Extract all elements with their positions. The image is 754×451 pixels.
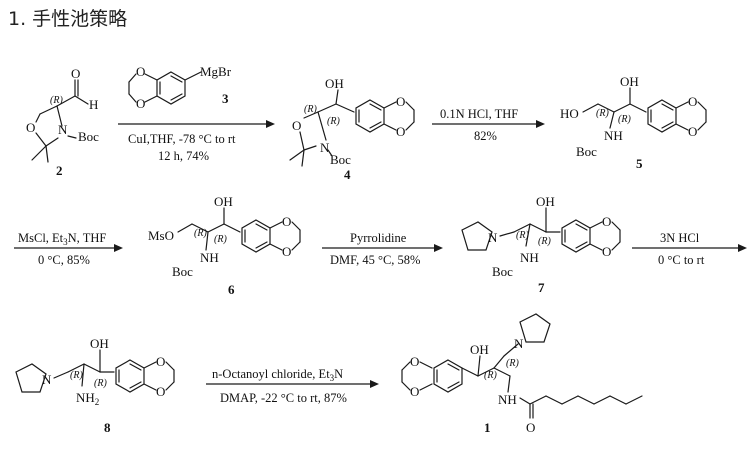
compound-5-boc: Boc bbox=[576, 144, 597, 159]
compound-5-dioxane-o-bottom: O bbox=[688, 124, 697, 139]
compound-7-stereo-label-2: (R) bbox=[538, 236, 551, 247]
compound-1-stereo-label-2: (R) bbox=[506, 358, 519, 369]
compound-2-ring-o: O bbox=[26, 120, 35, 135]
compound-7-stereo-label-1: (R) bbox=[516, 230, 529, 241]
compound-4-structure bbox=[289, 89, 415, 167]
compound-4-number: 4 bbox=[344, 167, 351, 182]
compound-2-boc: Boc bbox=[78, 129, 99, 144]
compound-8-stereo-label-1: (R) bbox=[70, 370, 83, 381]
compound-6-oh: OH bbox=[214, 194, 233, 209]
compound-6-dioxane-o-bottom: O bbox=[282, 244, 291, 259]
step-2-conditions-below: 82% bbox=[474, 129, 497, 143]
compound-4-stereo-label-1: (R) bbox=[304, 104, 317, 115]
compound-8-pyrrolidine-n: N bbox=[42, 372, 52, 387]
compound-8-oh: OH bbox=[90, 336, 109, 351]
reaction-arrow-5-head bbox=[738, 244, 747, 252]
compound-2-ring-n: N bbox=[58, 122, 68, 137]
compound-6-stereo-label-2: (R) bbox=[214, 234, 227, 245]
compound-7-pyrrolidine-n: N bbox=[488, 230, 498, 245]
compound-6-boc: Boc bbox=[172, 264, 193, 279]
step-5-conditions-above: 3N HCl bbox=[660, 231, 700, 245]
step-1-conditions-line-1: CuI,THF, -78 °C to rt bbox=[128, 132, 236, 146]
compound-5-stereo-label-1: (R) bbox=[596, 108, 609, 119]
compound-8-dioxane-o-bottom: O bbox=[156, 384, 165, 399]
compound-1-dioxane-o-bottom: O bbox=[410, 384, 419, 399]
compound-8-stereo-label-2: (R) bbox=[94, 378, 107, 389]
compound-2-structure bbox=[31, 79, 89, 163]
compound-5-number: 5 bbox=[636, 156, 643, 171]
compound-7-oh: OH bbox=[536, 194, 555, 209]
compound-5-stereo-label-2: (R) bbox=[618, 114, 631, 125]
compound-3-o-bottom: O bbox=[136, 96, 145, 111]
compound-8-number: 8 bbox=[104, 420, 111, 435]
compound-7-structure bbox=[461, 207, 621, 253]
compound-6-structure bbox=[177, 207, 301, 253]
compound-5-structure bbox=[582, 87, 707, 133]
step-4-conditions-above: Pyrrolidine bbox=[350, 231, 407, 245]
reaction-arrow-2-head bbox=[536, 120, 545, 128]
step-3-conditions-below: 0 °C, 85% bbox=[38, 253, 90, 267]
compound-6-mso: MsO bbox=[148, 228, 174, 243]
compound-4-ring-n: N bbox=[320, 140, 330, 155]
compound-1-amide-nh: NH bbox=[498, 392, 517, 407]
compound-3-mgbr: MgBr bbox=[200, 64, 232, 79]
compound-3-number: 3 bbox=[222, 91, 229, 106]
compound-1-number: 1 bbox=[484, 420, 491, 435]
compound-8-dioxane-o-top: O bbox=[156, 354, 165, 369]
step-3-conditions-above: MsCl, Et3N, THF bbox=[18, 231, 106, 247]
compound-1-oh: OH bbox=[470, 342, 489, 357]
compound-6-number: 6 bbox=[228, 282, 235, 297]
step-2-conditions-above: 0.1N HCl, THF bbox=[440, 107, 518, 121]
compound-7-nh: NH bbox=[520, 250, 539, 265]
compound-2-aldehyde-h: H bbox=[89, 97, 98, 112]
compound-1-amide-o: O bbox=[526, 420, 535, 435]
page-heading: 1. 手性池策略 bbox=[8, 8, 128, 30]
compound-3-o-top: O bbox=[136, 64, 145, 79]
compound-1-structure bbox=[401, 313, 643, 419]
step-5-conditions-below: 0 °C to rt bbox=[658, 253, 705, 267]
reaction-arrow-6-head bbox=[370, 380, 379, 388]
compound-7-number: 7 bbox=[538, 280, 545, 295]
compound-8-structure bbox=[15, 349, 175, 393]
compound-5-oh: OH bbox=[620, 74, 639, 89]
compound-4-dioxane-o-bottom: O bbox=[396, 124, 405, 139]
compound-5-ho: HO bbox=[560, 106, 579, 121]
compound-6-stereo-label-1: (R) bbox=[194, 228, 207, 239]
compound-8-nh2: NH2 bbox=[76, 390, 99, 407]
compound-6-dioxane-o-top: O bbox=[282, 214, 291, 229]
compound-5-dioxane-o-top: O bbox=[688, 94, 697, 109]
reaction-arrow-3-head bbox=[114, 244, 123, 252]
step-6-conditions-above: n-Octanoyl chloride, Et3N bbox=[212, 367, 343, 383]
compound-2-aldehyde-o: O bbox=[71, 66, 80, 81]
compound-2-number: 2 bbox=[56, 163, 63, 178]
compound-2-stereo-label: (R) bbox=[50, 95, 63, 106]
compound-7-boc: Boc bbox=[492, 264, 513, 279]
step-6-conditions-below: DMAP, -22 °C to rt, 87% bbox=[220, 391, 347, 405]
compound-4-boc: Boc bbox=[330, 152, 351, 167]
compound-1-stereo-label-1: (R) bbox=[484, 370, 497, 381]
compound-3-structure bbox=[128, 71, 202, 105]
compound-4-ring-o: O bbox=[292, 118, 301, 133]
compound-4-dioxane-o-top: O bbox=[396, 94, 405, 109]
reaction-arrow-4-head bbox=[434, 244, 443, 252]
compound-1-dioxane-o-top: O bbox=[410, 354, 419, 369]
compound-4-oh: OH bbox=[325, 76, 344, 91]
reaction-arrow-1-head bbox=[266, 120, 275, 128]
compound-7-dioxane-o-top: O bbox=[602, 214, 611, 229]
step-4-conditions-below: DMF, 45 °C, 58% bbox=[330, 253, 420, 267]
compound-4-stereo-label-2: (R) bbox=[327, 116, 340, 127]
compound-6-nh: NH bbox=[200, 250, 219, 265]
compound-7-dioxane-o-bottom: O bbox=[602, 244, 611, 259]
step-1-conditions-line-2: 12 h, 74% bbox=[158, 149, 209, 163]
compound-5-nh: NH bbox=[604, 128, 623, 143]
compound-1-pyrrolidine-n: N bbox=[514, 336, 524, 351]
